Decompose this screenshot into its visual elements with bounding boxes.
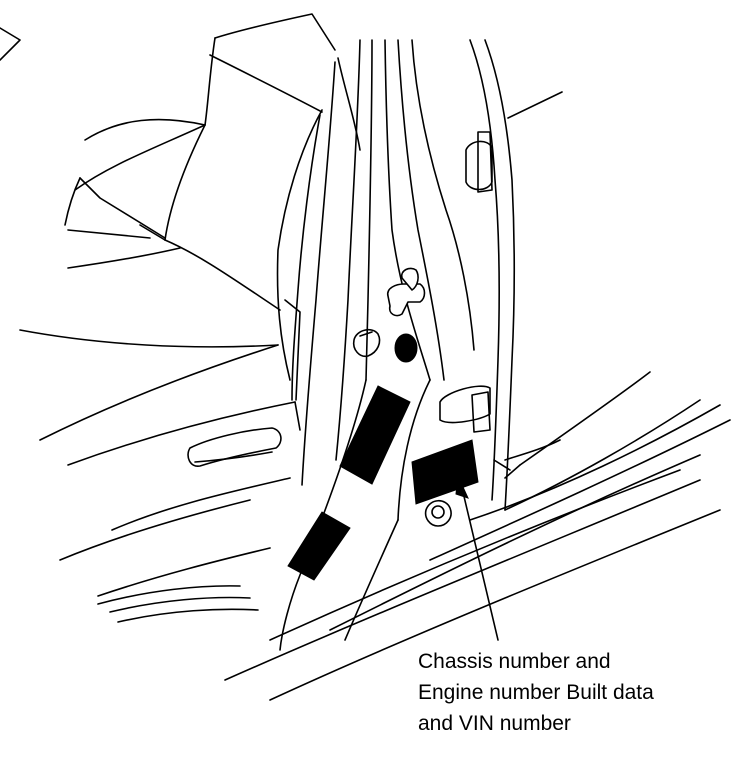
upper-clip [386, 267, 426, 317]
callout-label: Chassis number and Engine number Built d… [418, 646, 738, 739]
seat-outline [0, 13, 336, 597]
bolt-holes [352, 328, 452, 527]
door-opening-frame [439, 39, 563, 511]
label-plates [287, 385, 479, 581]
leader-arrow [455, 474, 499, 641]
callout-line-2: Engine number Built data [418, 681, 654, 704]
seat-belt-buckle [187, 427, 282, 467]
door-sill [97, 371, 731, 701]
callout-line-1: Chassis number and [418, 650, 611, 673]
callout-line-3: and VIN number [418, 712, 571, 735]
vin-plate [411, 439, 479, 505]
